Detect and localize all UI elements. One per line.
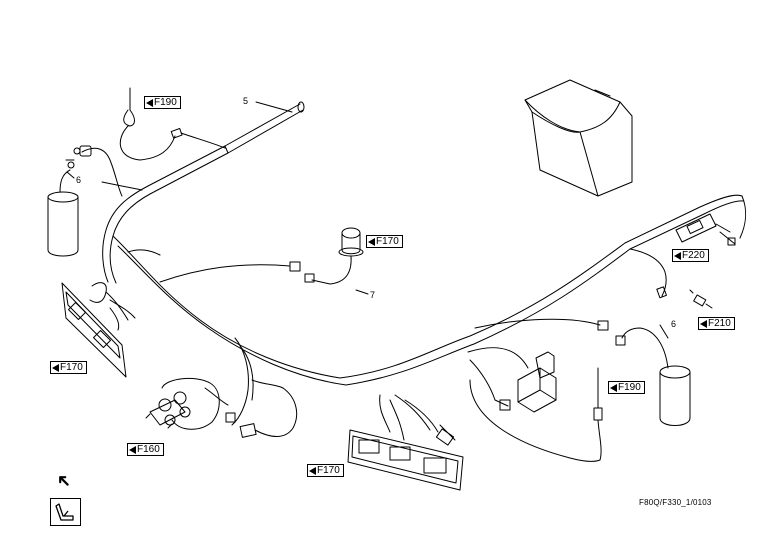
left-lamp-assembly	[61, 282, 136, 378]
switch-block	[145, 377, 236, 430]
ref-tag-f160[interactable]: F160	[127, 443, 164, 456]
left-cylinder-component	[47, 159, 79, 257]
ref-tag-f170-bottom[interactable]: F170	[307, 464, 344, 477]
left-triangle-icon	[52, 363, 59, 372]
leader-lines	[66, 101, 669, 339]
left-triangle-icon	[674, 251, 681, 260]
antenna-lead	[119, 87, 226, 161]
sensor-f210	[689, 289, 713, 309]
right-antenna	[593, 367, 603, 461]
left-triangle-icon	[368, 237, 375, 246]
part-number-6-left: 6	[76, 175, 82, 185]
relay-bracket	[517, 351, 557, 413]
harness-main-run	[112, 194, 747, 386]
ref-tag-f170-beacon[interactable]: F170	[366, 235, 403, 248]
seat-icon-button[interactable]	[50, 498, 81, 526]
harness-upper-branch	[102, 101, 305, 284]
ref-tag-f170-left[interactable]: F170	[50, 361, 87, 374]
left-triangle-icon	[146, 98, 153, 107]
ref-tag-f210[interactable]: F210	[698, 317, 735, 330]
ref-tag-f220[interactable]: F220	[672, 249, 709, 262]
part-number-5: 5	[243, 96, 249, 106]
ref-tag-f190-right[interactable]: F190	[608, 381, 645, 394]
figure-code: F80Q/F330_1/0103	[639, 498, 712, 507]
cab-housing	[524, 79, 633, 197]
left-triangle-icon	[610, 383, 617, 392]
beacon-light	[127, 227, 364, 285]
right-switch-panel	[675, 213, 736, 246]
left-triangle-icon	[129, 445, 136, 454]
bottom-lamp-assembly	[347, 394, 464, 491]
left-triangle-icon	[700, 319, 707, 328]
seat-icon	[55, 503, 74, 521]
ref-tag-f190-top[interactable]: F190	[144, 96, 181, 109]
right-branch	[467, 318, 609, 462]
part-number-7: 7	[370, 290, 376, 300]
lower-left-branch	[231, 337, 298, 438]
part-number-6-right: 6	[671, 319, 677, 329]
left-triangle-icon	[309, 466, 316, 475]
right-cylinder-component	[615, 327, 691, 426]
connector-left-top	[73, 145, 143, 197]
